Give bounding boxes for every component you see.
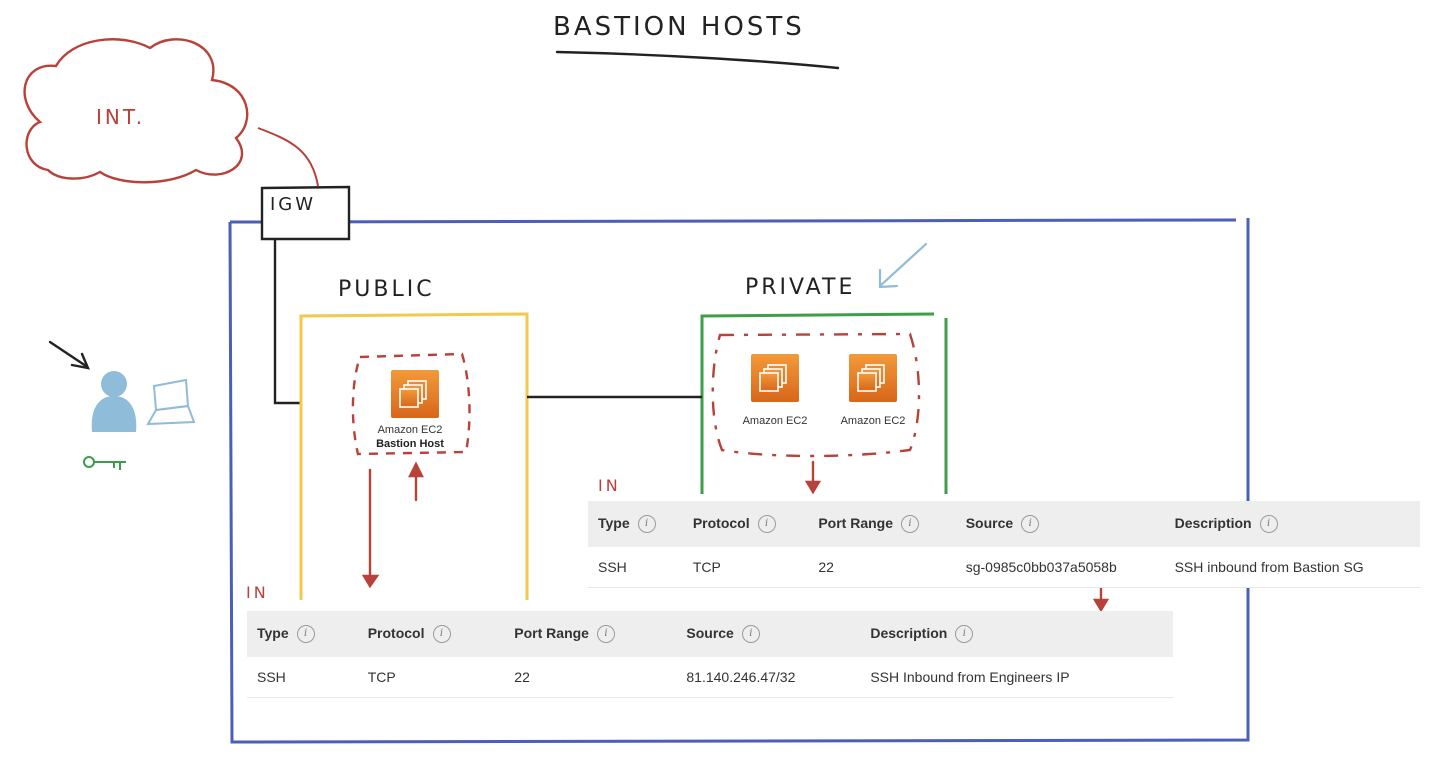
info-icon[interactable]: i (901, 515, 920, 534)
cell-type: SSH (247, 657, 358, 698)
arrow-icon (361, 460, 1110, 613)
igw-box (260, 185, 351, 241)
private-sg-outline (711, 332, 921, 458)
arrow-icon (48, 340, 90, 370)
private-subnet-boundary (700, 312, 948, 494)
bastion-name-label: Bastion Host (376, 438, 444, 450)
cell-protocol: TCP (357, 657, 505, 698)
igw-public-connector (273, 239, 302, 405)
user-icon (91, 371, 137, 432)
private-ec2-label-2: Amazon EC2 (841, 415, 906, 427)
cell-source: 81.140.246.47/32 (676, 657, 861, 698)
info-icon[interactable]: i (1021, 515, 1040, 534)
vpc-boundary (228, 218, 1250, 744)
info-icon[interactable]: i (757, 515, 776, 534)
laptop-icon (146, 378, 196, 426)
igw-label: IGW (270, 194, 316, 215)
cell-source: sg-0985c0bb037a5058b (955, 547, 1165, 588)
info-icon[interactable]: i (955, 625, 974, 644)
internet-igw-connector (257, 127, 319, 187)
ec2-icon (750, 353, 800, 403)
private-subnet-label: PRIVATE (745, 275, 855, 300)
cloud-icon (23, 38, 249, 184)
public-subnet-boundary (299, 312, 529, 600)
table-row: SSH TCP 22 81.140.246.47/32 SSH Inbound … (247, 657, 1173, 698)
title-underline (555, 50, 840, 70)
info-icon[interactable]: i (637, 515, 656, 534)
bastion-host-node[interactable]: Amazon EC2 Bastion Host (376, 369, 444, 450)
info-icon[interactable]: i (741, 625, 760, 644)
key-icon (83, 456, 126, 470)
public-subnet-label: PUBLIC (338, 277, 435, 302)
bastion-sg-outline (351, 352, 471, 456)
private-ec2-node-1[interactable]: Amazon EC2 (743, 353, 808, 427)
engineer-actor (48, 340, 196, 470)
cell-protocol: TCP (682, 547, 809, 588)
info-icon[interactable]: i (296, 625, 315, 644)
private-ec2-label-1: Amazon EC2 (743, 415, 808, 427)
cell-port-range: 22 (504, 657, 677, 698)
arrow-icon (878, 242, 928, 289)
info-icon[interactable]: i (1259, 515, 1278, 534)
public-in-label: IN (246, 583, 269, 602)
ec2-icon (390, 369, 440, 419)
diagram-title: BASTION HOSTS (553, 12, 805, 42)
ec2-icon (848, 353, 898, 403)
info-icon[interactable]: i (432, 625, 451, 644)
table-row: SSH TCP 22 sg-0985c0bb037a5058b SSH inbo… (588, 547, 1420, 588)
cell-description: SSH inbound from Bastion SG (1164, 547, 1420, 588)
cell-port-range: 22 (808, 547, 956, 588)
internet-label: INT. (96, 105, 145, 129)
private-in-label: IN (598, 476, 621, 495)
info-icon[interactable]: i (596, 625, 615, 644)
cell-type: SSH (588, 547, 683, 588)
private-ec2-node-2[interactable]: Amazon EC2 (841, 353, 906, 427)
bastion-service-label: Amazon EC2 (378, 424, 443, 436)
cell-description: SSH Inbound from Engineers IP (860, 657, 1173, 698)
